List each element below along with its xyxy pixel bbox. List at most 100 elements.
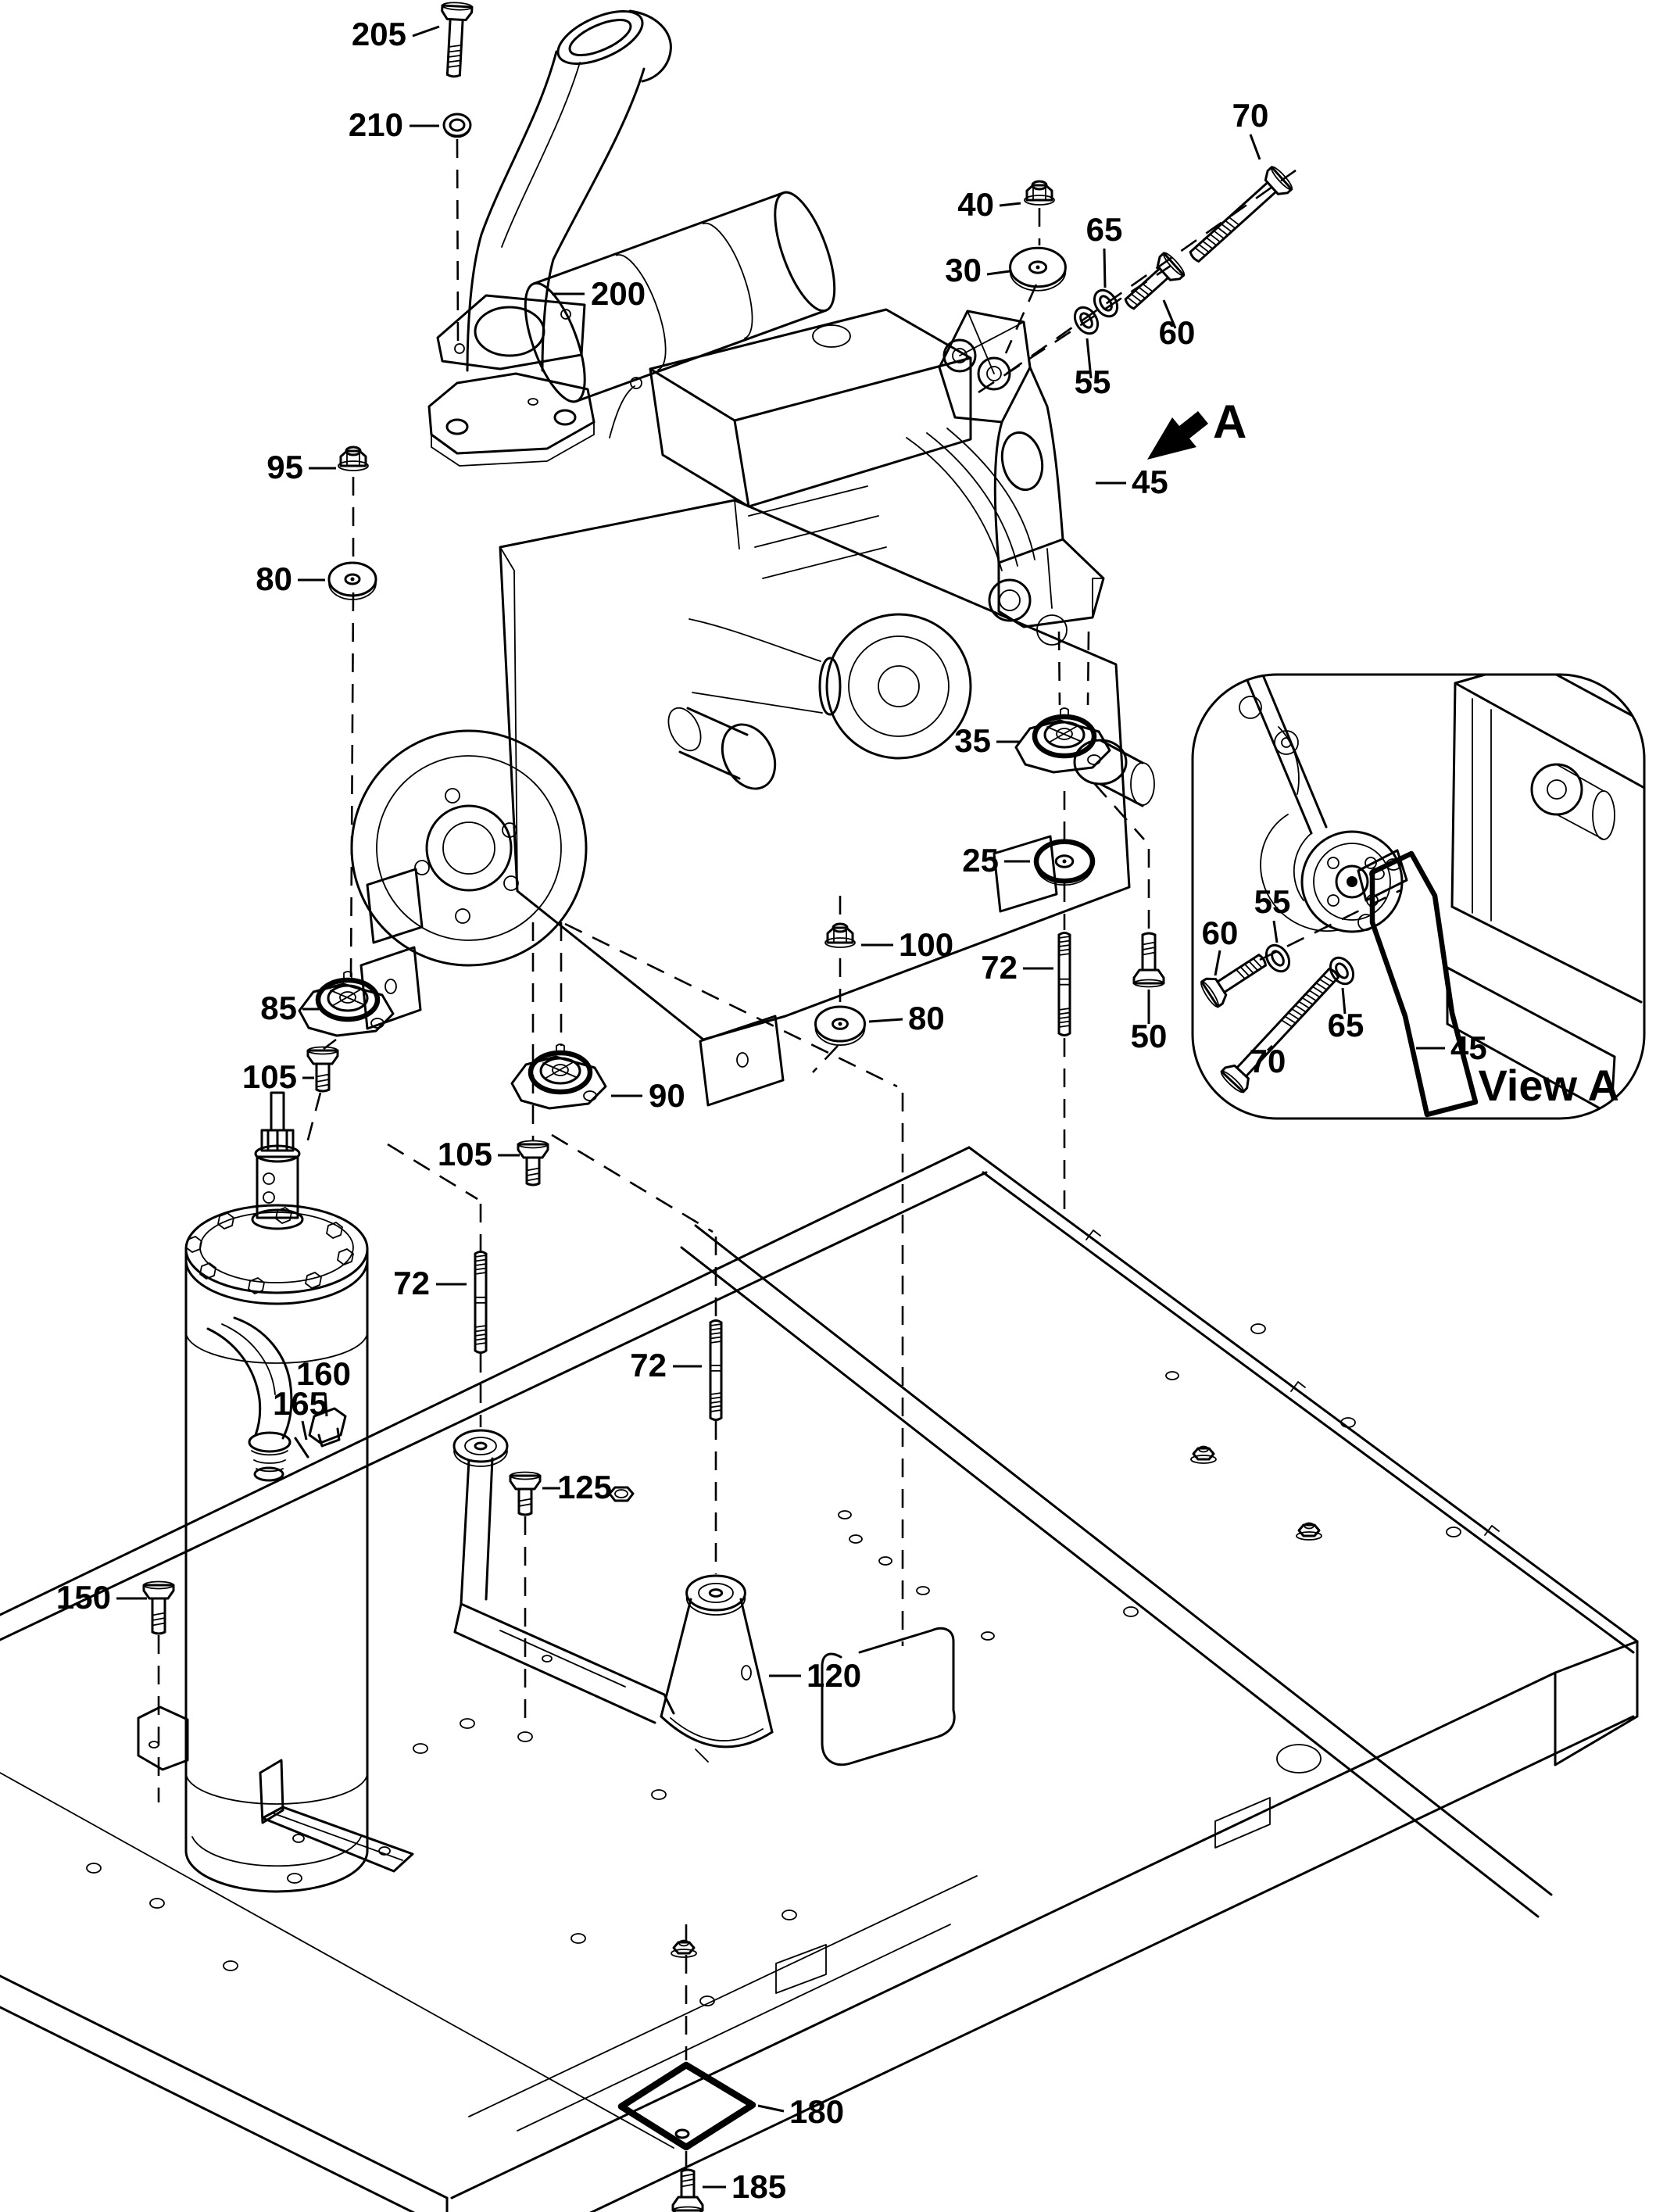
callout-leader-40-5 bbox=[999, 202, 1021, 207]
callout-label-80-15: 80 bbox=[908, 1000, 945, 1036]
hardware-parts bbox=[142, 2, 1355, 2212]
bolt-50 bbox=[1132, 932, 1165, 988]
arrow-a-icon bbox=[1147, 411, 1208, 460]
frame-holes bbox=[86, 1323, 1461, 2006]
callout-label-65-33: 65 bbox=[1328, 1007, 1365, 1043]
engine-foot-mid bbox=[699, 1015, 785, 1107]
callout-label-105-19: 105 bbox=[242, 1058, 297, 1095]
view-direction-arrow: A bbox=[1147, 396, 1246, 460]
va-bolt-70 bbox=[1220, 968, 1339, 1093]
nut-95 bbox=[338, 446, 369, 471]
mount-85 bbox=[298, 971, 395, 1037]
callout-label-90-20: 90 bbox=[649, 1077, 685, 1114]
callouts: 2052102009580403065706055453525100807250… bbox=[56, 16, 1487, 2205]
callout-label-60-9: 60 bbox=[1159, 314, 1196, 351]
nut-frame-b bbox=[1296, 1522, 1322, 1541]
pin-165 bbox=[294, 1437, 309, 1459]
arrow-a-label: A bbox=[1213, 396, 1246, 448]
callout-leader-160-25 bbox=[324, 1392, 328, 1417]
bolt-185 bbox=[671, 2168, 704, 2212]
callout-label-100-14: 100 bbox=[899, 926, 953, 963]
callout-label-85-18: 85 bbox=[260, 990, 297, 1026]
tank-top-valve bbox=[251, 1091, 304, 1230]
washer-80-upper bbox=[327, 561, 377, 600]
mount-bracket-120 bbox=[453, 1457, 774, 1763]
callout-label-150-24: 150 bbox=[56, 1579, 111, 1616]
engine-bracket-45 bbox=[938, 310, 1105, 628]
callout-label-95-3: 95 bbox=[266, 449, 303, 485]
base-frame bbox=[0, 1146, 1639, 2212]
engine-fuel-lines bbox=[906, 428, 1035, 571]
callout-leader-180-29 bbox=[757, 2104, 785, 2113]
engine-muffler bbox=[524, 191, 836, 403]
callout-leader-70-34 bbox=[1266, 1044, 1274, 1052]
stud-72-engine bbox=[1057, 932, 1071, 1036]
bolt-70-top bbox=[1189, 166, 1293, 263]
callout-leader-60-32 bbox=[1214, 950, 1221, 976]
callout-label-72-22: 72 bbox=[393, 1265, 430, 1301]
callout-label-45-11: 45 bbox=[1132, 464, 1168, 500]
callout-label-55-31: 55 bbox=[1254, 883, 1291, 920]
washer-80-lower bbox=[814, 1005, 866, 1046]
callout-leader-65-33 bbox=[1341, 987, 1347, 1015]
callout-label-55-10: 55 bbox=[1075, 363, 1111, 400]
view-a-bracket-45 bbox=[1369, 850, 1479, 1118]
nut-frame-a bbox=[1190, 1445, 1217, 1464]
va-washer-55 bbox=[1264, 943, 1291, 973]
callout-label-50-17: 50 bbox=[1131, 1018, 1168, 1054]
nut-frame-c bbox=[671, 1939, 697, 1958]
engine-starter bbox=[1073, 739, 1155, 807]
callout-leader-55-10 bbox=[1086, 338, 1093, 379]
callout-leader-60-9 bbox=[1162, 299, 1177, 329]
callout-label-25-13: 25 bbox=[962, 842, 999, 879]
bolt-125 bbox=[509, 1471, 542, 1516]
callout-label-200-2: 200 bbox=[591, 275, 646, 312]
callout-label-165-26: 165 bbox=[273, 1385, 327, 1422]
engine-flywheel-housing bbox=[350, 729, 588, 967]
view-a-label: View A bbox=[1478, 1061, 1619, 1110]
va-washer-65 bbox=[1329, 956, 1355, 986]
bolt-60-top bbox=[1124, 252, 1186, 310]
cone-washer-left bbox=[452, 1429, 509, 1467]
engine-alternator bbox=[825, 613, 972, 760]
cone-washer-right bbox=[685, 1574, 746, 1616]
va-bolt-60 bbox=[1200, 954, 1267, 1008]
callout-label-35-12: 35 bbox=[954, 722, 991, 759]
bolt-105-right bbox=[517, 1140, 549, 1187]
callout-label-45-35: 45 bbox=[1450, 1029, 1487, 1066]
washer-210 bbox=[442, 113, 472, 138]
callout-leader-30-6 bbox=[986, 270, 1010, 276]
explosion-axes bbox=[157, 138, 1297, 2170]
frame-hat-channel bbox=[821, 1627, 956, 1766]
callout-label-70-8: 70 bbox=[1232, 97, 1269, 134]
washer-65-top bbox=[1093, 288, 1119, 318]
engine-block bbox=[499, 499, 1131, 1041]
callout-label-60-32: 60 bbox=[1202, 915, 1239, 951]
callout-leader-80-15 bbox=[868, 1018, 903, 1023]
engine-foot-right bbox=[993, 835, 1058, 913]
stud-72-left bbox=[474, 1251, 488, 1354]
separator-tank bbox=[137, 1091, 414, 1893]
bolt-105-left bbox=[306, 1046, 339, 1093]
mount-35 bbox=[1014, 707, 1111, 774]
view-a-inset: View A bbox=[1191, 673, 1646, 1120]
mount-90 bbox=[510, 1043, 607, 1110]
callout-leader-65-7 bbox=[1103, 248, 1107, 288]
washer-25 bbox=[1033, 839, 1096, 886]
callout-label-185-30: 185 bbox=[731, 2168, 786, 2205]
callout-leader-165-26 bbox=[301, 1420, 308, 1441]
washer-30 bbox=[1009, 246, 1067, 292]
callout-label-120-28: 120 bbox=[807, 1657, 861, 1694]
skid-plate-180 bbox=[617, 2061, 756, 2151]
engine-foot-left bbox=[359, 868, 424, 1030]
clamp-160 bbox=[308, 1407, 347, 1448]
callout-leader-70-8 bbox=[1249, 134, 1261, 160]
callout-label-70-34: 70 bbox=[1250, 1043, 1286, 1079]
nut-40 bbox=[1024, 180, 1055, 206]
view-a-border bbox=[1191, 673, 1646, 1120]
callout-label-40-5: 40 bbox=[957, 186, 994, 223]
nut-100 bbox=[824, 922, 856, 948]
washer-55-top bbox=[1073, 306, 1100, 335]
callout-label-105-21: 105 bbox=[438, 1136, 492, 1172]
